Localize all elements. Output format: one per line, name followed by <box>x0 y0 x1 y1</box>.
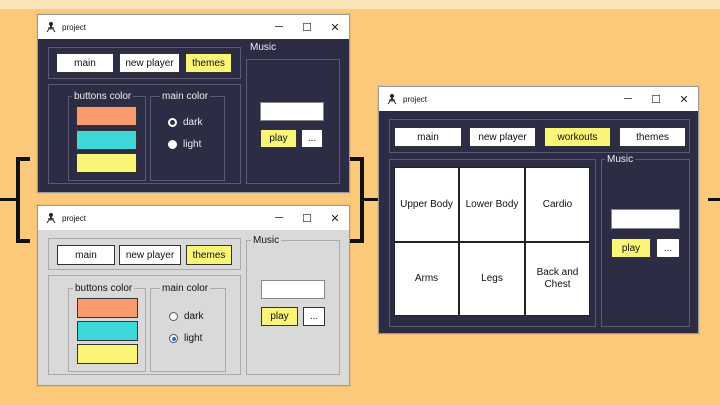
main-color-label: main color <box>160 91 211 102</box>
tab-new-player[interactable]: new player <box>119 53 180 73</box>
tab-themes[interactable]: themes <box>619 127 686 147</box>
title-bar[interactable]: project ─ ☐ ✕ <box>38 15 349 39</box>
workouts-frame <box>389 159 596 327</box>
music-frame <box>601 159 690 327</box>
radio-light-indicator[interactable] <box>169 334 178 343</box>
tabs-frame <box>48 238 241 270</box>
workout-upper-body[interactable]: Upper Body <box>394 167 459 242</box>
minimize-icon[interactable]: ─ <box>275 21 283 33</box>
music-input[interactable] <box>611 209 680 229</box>
themes-frame <box>48 84 241 184</box>
maximize-icon[interactable]: ☐ <box>651 93 661 106</box>
tabs-frame <box>48 47 241 79</box>
maximize-icon[interactable]: ☐ <box>302 21 312 34</box>
music-label: Music <box>251 235 282 246</box>
minimize-icon[interactable]: ─ <box>275 212 283 224</box>
window-light-theme: project ─ ☐ ✕ main new player themes but… <box>37 205 350 386</box>
minimize-icon[interactable]: ─ <box>624 93 632 105</box>
radio-light[interactable]: light <box>168 139 201 150</box>
button-color-swatch-yellow[interactable] <box>76 153 137 173</box>
window-dark-theme: project ─ ☐ ✕ main new player themes but… <box>37 14 350 193</box>
tab-new-player[interactable]: new player <box>119 245 181 265</box>
tab-workouts[interactable]: workouts <box>544 127 611 147</box>
workout-cardio[interactable]: Cardio <box>525 167 590 242</box>
window-body: main new player workouts themes Upper Bo… <box>379 111 698 333</box>
more-button[interactable]: ... <box>656 238 680 258</box>
music-input[interactable] <box>261 280 325 299</box>
workout-arms[interactable]: Arms <box>394 242 459 316</box>
window-workouts: project ─ ☐ ✕ main new player workouts t… <box>378 86 699 334</box>
tab-main[interactable]: main <box>57 245 115 265</box>
radio-light-indicator[interactable] <box>168 140 177 149</box>
window-body: main new player themes buttons color mai… <box>38 230 349 385</box>
workout-lower-body[interactable]: Lower Body <box>459 167 525 242</box>
person-icon <box>45 212 57 224</box>
tab-themes[interactable]: themes <box>186 245 232 265</box>
music-label: Music <box>250 42 277 53</box>
radio-dark-indicator[interactable] <box>169 312 178 321</box>
radio-dark[interactable]: dark <box>169 311 203 322</box>
radio-light-label: light <box>183 139 202 150</box>
radio-dark[interactable]: dark <box>168 117 202 128</box>
main-color-group <box>150 288 226 372</box>
bracket-left <box>16 157 30 243</box>
radio-light[interactable]: light <box>169 333 202 344</box>
person-icon <box>45 21 57 33</box>
play-button[interactable]: play <box>260 129 297 148</box>
window-title: project <box>62 22 87 32</box>
tab-main[interactable]: main <box>394 127 462 147</box>
play-button[interactable]: play <box>261 307 298 326</box>
music-input[interactable] <box>260 102 324 121</box>
tabs-frame <box>389 119 690 153</box>
radio-dark-indicator[interactable] <box>168 118 177 127</box>
radio-dark-label: dark <box>183 117 203 128</box>
workout-legs[interactable]: Legs <box>459 242 525 316</box>
buttons-color-label: buttons color <box>73 283 135 294</box>
connector-line-left <box>0 198 18 201</box>
tab-themes[interactable]: themes <box>185 53 232 73</box>
title-bar[interactable]: project ─ ☐ ✕ <box>379 87 698 111</box>
more-button[interactable]: ... <box>301 129 323 148</box>
button-color-swatch-cyan[interactable] <box>77 321 138 341</box>
workout-back-and-chest[interactable]: Back and Chest <box>525 242 590 316</box>
buttons-color-label: buttons color <box>72 91 134 102</box>
close-icon[interactable]: ✕ <box>679 93 689 106</box>
themes-frame <box>48 275 241 375</box>
tab-main[interactable]: main <box>56 53 114 73</box>
close-icon[interactable]: ✕ <box>330 212 340 225</box>
window-body: main new player themes buttons color mai… <box>38 39 349 192</box>
more-button[interactable]: ... <box>303 307 325 326</box>
connector-line-right <box>708 198 720 201</box>
main-color-label: main color <box>160 283 211 294</box>
radio-light-label: light <box>184 333 203 344</box>
button-color-swatch-salmon[interactable] <box>77 298 138 318</box>
person-icon <box>386 93 398 105</box>
button-color-swatch-salmon[interactable] <box>76 106 137 126</box>
window-title: project <box>403 94 428 104</box>
top-stripe <box>0 0 720 9</box>
window-title: project <box>62 213 87 223</box>
music-frame <box>246 240 340 375</box>
maximize-icon[interactable]: ☐ <box>302 212 312 225</box>
play-button[interactable]: play <box>611 238 651 258</box>
radio-dark-label: dark <box>184 311 204 322</box>
music-frame <box>246 59 340 184</box>
button-color-swatch-cyan[interactable] <box>76 130 137 150</box>
tab-new-player[interactable]: new player <box>469 127 536 147</box>
connector-line-middle <box>362 198 378 201</box>
close-icon[interactable]: ✕ <box>330 21 340 34</box>
button-color-swatch-yellow[interactable] <box>77 344 138 364</box>
music-label: Music <box>605 154 636 165</box>
title-bar[interactable]: project ─ ☐ ✕ <box>38 206 349 230</box>
